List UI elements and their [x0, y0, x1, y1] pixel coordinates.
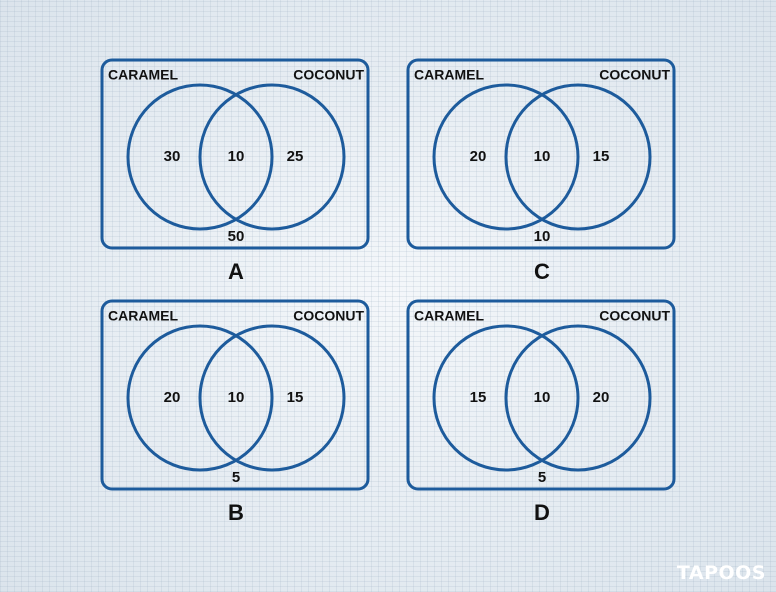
coconut-circle — [198, 324, 346, 472]
neither-count: 5 — [538, 469, 546, 486]
coconut-label: COCONUT — [293, 67, 364, 83]
coconut-only-count: 15 — [593, 148, 610, 165]
caramel-circle — [432, 324, 580, 472]
caramel-label: CARAMEL — [108, 308, 178, 324]
caramel-circle — [432, 83, 580, 231]
both-count: 10 — [228, 148, 245, 165]
coconut-label: COCONUT — [599, 67, 670, 83]
neither-count: 5 — [232, 469, 240, 486]
both-count: 10 — [534, 389, 551, 406]
caramel-circle — [126, 324, 274, 472]
neither-count: 10 — [534, 228, 551, 245]
panel-label: D — [534, 500, 550, 525]
coconut-only-count: 20 — [593, 389, 610, 406]
caramel-label: CARAMEL — [108, 67, 178, 83]
venn-panel-d: CARAMEL COCONUT 15 10 20 5D — [406, 299, 676, 525]
caramel-only-count: 30 — [164, 148, 181, 165]
caramel-only-count: 15 — [470, 389, 487, 406]
venn-panel-b: CARAMEL COCONUT 20 10 15 5B — [100, 299, 370, 525]
universal-set-box — [100, 58, 370, 250]
coconut-only-count: 25 — [287, 148, 304, 165]
coconut-circle — [198, 83, 346, 231]
venn-panel-c: CARAMEL COCONUT 20 10 15 10C — [406, 58, 676, 284]
coconut-label: COCONUT — [293, 308, 364, 324]
coconut-circle — [504, 324, 652, 472]
caramel-label: CARAMEL — [414, 67, 484, 83]
panel-label: B — [228, 500, 244, 525]
panel-label: C — [534, 259, 550, 284]
caramel-label: CARAMEL — [414, 308, 484, 324]
both-count: 10 — [228, 389, 245, 406]
universal-set-box — [406, 299, 676, 491]
panel-label: A — [228, 259, 244, 284]
caramel-only-count: 20 — [470, 148, 487, 165]
universal-set-box — [406, 58, 676, 250]
neither-count: 50 — [228, 228, 245, 245]
universal-set-box — [100, 299, 370, 491]
venn-panel-a: CARAMEL COCONUT 30 10 25 50A — [100, 58, 370, 284]
coconut-only-count: 15 — [287, 389, 304, 406]
caramel-circle — [126, 83, 274, 231]
tapoos-logo: TAPOOS — [676, 562, 766, 584]
coconut-label: COCONUT — [599, 308, 670, 324]
coconut-circle — [504, 83, 652, 231]
both-count: 10 — [534, 148, 551, 165]
caramel-only-count: 20 — [164, 389, 181, 406]
